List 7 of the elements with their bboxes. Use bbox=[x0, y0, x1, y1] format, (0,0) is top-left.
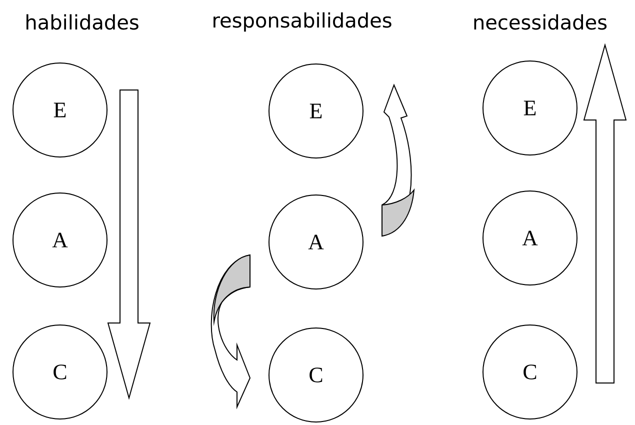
curved-arrow bbox=[210, 254, 250, 408]
block-arrow bbox=[107, 90, 151, 400]
column-heading: necessidades bbox=[474, 14, 607, 30]
curved-arrow bbox=[382, 84, 414, 236]
column-heading: responsabilidades bbox=[214, 12, 392, 32]
column-heading: habilidades bbox=[26, 14, 138, 30]
block-arrow bbox=[583, 43, 627, 384]
